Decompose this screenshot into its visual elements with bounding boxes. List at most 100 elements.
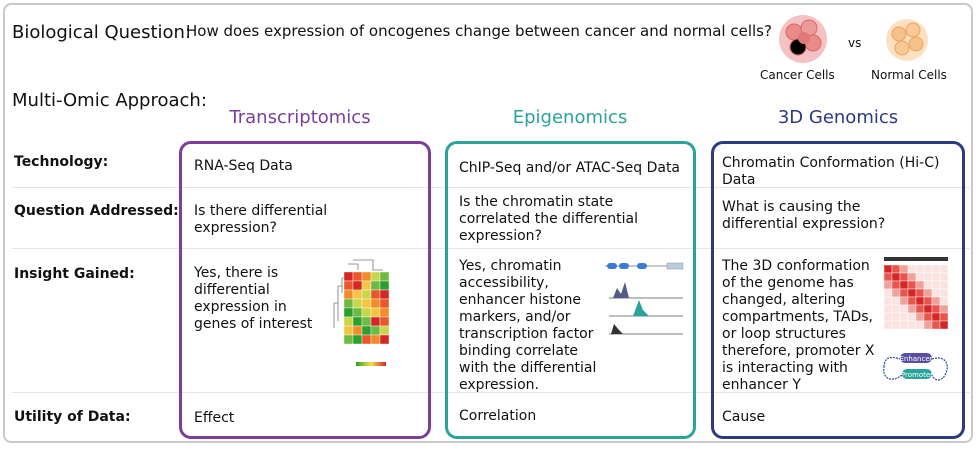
hic-cell	[891, 264, 901, 274]
hic-cell	[891, 296, 901, 306]
hic-cell	[891, 312, 901, 322]
heatmap-cell	[352, 280, 363, 291]
heatmap-cell	[352, 271, 363, 282]
hic-cell	[899, 264, 909, 274]
hic-cell	[883, 320, 893, 330]
hic-cell	[923, 320, 933, 330]
hic-cell	[907, 296, 917, 306]
hic-cell	[883, 272, 893, 282]
hic-cell	[891, 288, 901, 298]
hic-cell	[891, 320, 901, 330]
heatmap-cell	[379, 325, 390, 336]
heatmap-cell	[352, 316, 363, 327]
hic-cell	[907, 312, 917, 322]
vs-text: vs	[848, 36, 862, 50]
hic-cell	[891, 272, 901, 282]
hic-cell	[939, 272, 949, 282]
heatmap-cell	[361, 271, 372, 282]
hic-cell	[915, 312, 925, 322]
3d-genomics-utility: Cause	[722, 409, 766, 425]
row-separator	[12, 248, 970, 249]
hic-cell	[915, 288, 925, 298]
heatmap-cell	[370, 271, 381, 282]
heatmap-cell	[361, 307, 372, 318]
hic-cell	[915, 280, 925, 290]
heatmap-cell	[361, 316, 372, 327]
epigenomics-utility: Correlation	[459, 408, 537, 424]
normal-cells-caption: Normal Cells	[871, 68, 947, 82]
hic-cell	[907, 304, 917, 314]
hic-cell	[891, 280, 901, 290]
hic-cell	[907, 264, 917, 274]
heatmap-cell	[379, 316, 390, 327]
heatmap-cell	[379, 334, 390, 345]
hic-cell	[931, 272, 941, 282]
hic-cell	[907, 288, 917, 298]
transcriptomics-utility: Effect	[194, 410, 235, 426]
hic-cell	[915, 320, 925, 330]
heatmap-cell	[361, 334, 372, 345]
hic-contact-map-icon: Enhancer Promoter	[883, 257, 949, 381]
heatmap-cell	[379, 298, 390, 309]
hic-cell	[907, 272, 917, 282]
hic-cell	[915, 296, 925, 306]
heatmap-cell	[361, 298, 372, 309]
cancer-cells-icon	[779, 15, 827, 63]
heatmap-cell	[370, 280, 381, 291]
enhancer-pill	[900, 353, 932, 363]
heatmap-cell	[361, 325, 372, 336]
row-label-utility: Utility of Data:	[14, 409, 131, 425]
promoter-label: Promoter	[901, 371, 933, 379]
heatmap-cell	[343, 298, 354, 309]
hic-cell	[931, 280, 941, 290]
hic-cell	[883, 296, 893, 306]
hic-cell	[899, 320, 909, 330]
hic-cell	[883, 288, 893, 298]
epigenomics-insight: Yes, chromatin accessibility, enhancer h…	[459, 258, 597, 393]
hic-cell	[923, 264, 933, 274]
hic-cell	[923, 312, 933, 322]
column-title-transcriptomics: Transcriptomics	[229, 107, 371, 128]
column-title-3d-genomics: 3D Genomics	[777, 107, 899, 128]
heatmap-cell	[343, 325, 354, 336]
heatmap-cell	[370, 289, 381, 300]
heatmap-cell	[370, 307, 381, 318]
epigenomics-card	[445, 141, 696, 439]
hic-cell	[923, 272, 933, 282]
heatmap-cell	[370, 325, 381, 336]
hic-cell	[907, 280, 917, 290]
hic-cell	[883, 312, 893, 322]
row-separator	[12, 187, 970, 188]
heatmap-cell	[361, 280, 372, 291]
transcriptomics-card	[179, 141, 431, 439]
hic-cell	[907, 320, 917, 330]
3d-genomics-card	[711, 141, 965, 439]
hic-cell	[939, 312, 949, 322]
biological-question-text: How does expression of oncogenes change …	[186, 22, 772, 40]
transcriptomics-insight: Yes, there is differential expression in…	[194, 265, 313, 332]
hic-cell	[931, 304, 941, 314]
heatmap-cell	[379, 289, 390, 300]
hic-cell	[899, 280, 909, 290]
row-label-question: Question Addressed:	[14, 203, 179, 219]
enhancer-label: Enhancer	[899, 355, 932, 363]
chip-seq-tracks-icon	[605, 262, 684, 335]
heatmap-cell	[352, 307, 363, 318]
hic-cell	[899, 304, 909, 314]
heatmap-cell	[370, 334, 381, 345]
heatmap-cell	[343, 334, 354, 345]
heatmap-cell	[379, 280, 390, 291]
hic-cell	[931, 320, 941, 330]
hic-cell	[899, 296, 909, 306]
hic-cell	[883, 264, 893, 274]
heatmap-cell	[370, 316, 381, 327]
column-title-epigenomics: Epigenomics	[512, 107, 628, 128]
row-label-insight: Insight Gained:	[14, 266, 135, 282]
transcriptomics-technology: RNA-Seq Data	[194, 158, 293, 174]
heatmap-cell	[343, 316, 354, 327]
3d-genomics-question: What is causing the differential express…	[722, 199, 886, 232]
biological-question-label: Biological Question:	[12, 22, 192, 43]
hic-cell	[899, 288, 909, 298]
hic-cell	[883, 304, 893, 314]
hic-cell	[915, 304, 925, 314]
